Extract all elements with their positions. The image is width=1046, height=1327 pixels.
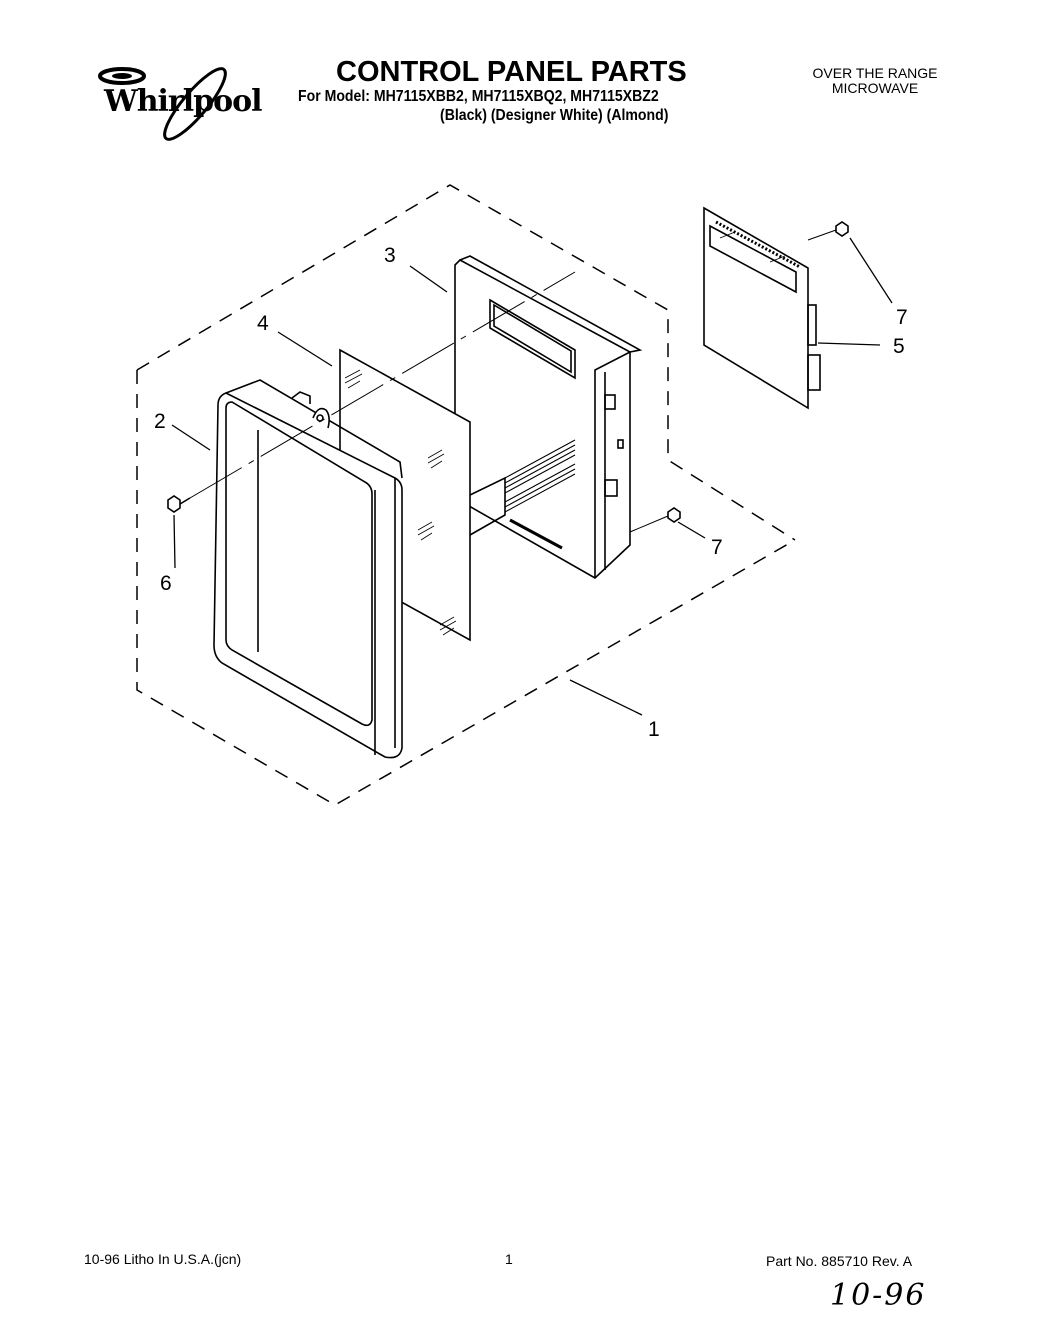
callout-3: 3: [384, 244, 396, 267]
callout-5: 5: [893, 335, 905, 358]
category-line-2: MICROWAVE: [831, 80, 919, 96]
part-number: Part No. 885710 Rev. A: [766, 1253, 913, 1269]
callout-4: 4: [257, 312, 269, 335]
product-category: OVER THE RANGE MICROWAVE: [800, 66, 950, 96]
callout-2: 2: [154, 410, 166, 433]
print-info: 10-96 Litho In U.S.A.(jcn): [84, 1251, 242, 1267]
whirlpool-logo: Whirlpool: [92, 62, 262, 152]
control-panel-frame: [213, 379, 403, 759]
control-circuit-board: [703, 206, 821, 410]
category-line-1: OVER THE RANGE: [812, 65, 938, 81]
control-panel-housing: [454, 255, 643, 579]
brand-name: Whirlpool: [104, 84, 262, 119]
screw-icon: [167, 271, 576, 513]
page-number: 1: [505, 1251, 513, 1267]
callout-7-board: 7: [896, 306, 908, 329]
model-colors: (Black) (Designer White) (Almond): [440, 107, 669, 124]
model-numbers: For Model: MH7115XBB2, MH7115XBQ2, MH711…: [298, 88, 659, 105]
screw-icon: [629, 221, 849, 533]
whirlpool-logo-icon: [98, 67, 227, 141]
callout-6: 6: [160, 572, 172, 595]
callout-7-housing: 7: [711, 536, 723, 559]
callout-leaders: [171, 237, 893, 716]
handwritten-note: 10-96: [830, 1278, 927, 1313]
page-title: CONTROL PANEL PARTS: [336, 56, 687, 88]
dashed-assembly-outline: [136, 184, 796, 806]
callout-1: 1: [648, 718, 660, 741]
